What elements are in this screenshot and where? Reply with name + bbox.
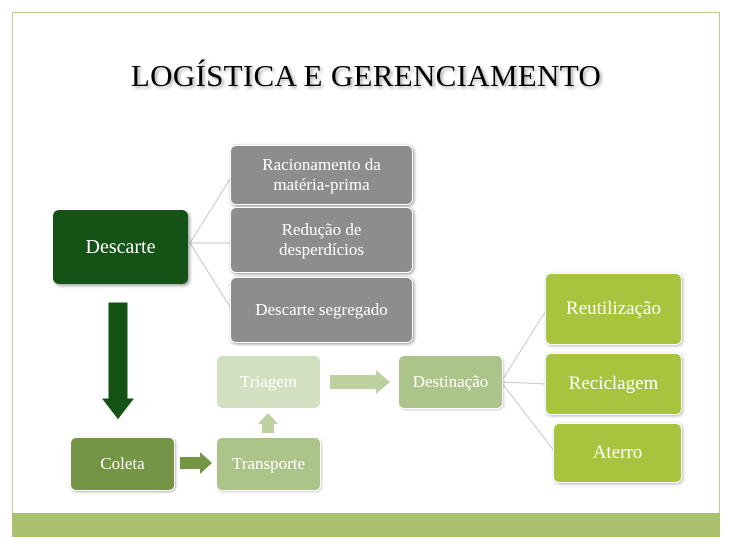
node-racionamento: Racionamento da matéria-prima	[230, 145, 413, 205]
node-descarte: Descarte	[53, 210, 188, 284]
right-arrow-coleta-transporte	[180, 452, 212, 474]
node-racionamento-label: Racionamento da matéria-prima	[262, 155, 381, 194]
node-transporte: Transporte	[216, 437, 321, 491]
node-aterro-label: Aterro	[592, 442, 643, 464]
right-arrow-triagem-destinacao	[330, 370, 390, 394]
connector-descarte-segregado	[189, 242, 233, 311]
node-coleta: Coleta	[70, 437, 175, 491]
up-arrow-transporte-triagem	[258, 413, 278, 433]
node-reutilizacao-label: Reutilização	[566, 298, 661, 320]
node-reciclagem: Reciclagem	[545, 353, 682, 415]
slide-bottom-band	[12, 513, 720, 537]
node-triagem: Triagem	[216, 355, 321, 409]
node-coleta-label: Coleta	[100, 454, 145, 474]
node-descarte-label: Descarte	[85, 235, 156, 258]
node-transporte-label: Transporte	[231, 454, 306, 474]
down-arrow	[99, 301, 137, 421]
node-triagem-label: Triagem	[240, 372, 297, 392]
connector-destinacao-aterro	[500, 381, 556, 453]
node-reducao: Redução de desperdícios	[230, 207, 413, 273]
slide-title: LOGÍSTICA E GERENCIAMENTO	[130, 58, 602, 93]
connector-destinacao-reutilizacao	[500, 308, 548, 383]
node-reciclagem-label: Reciclagem	[568, 373, 659, 395]
node-descarte-segregado-label: Descarte segregado	[255, 300, 388, 320]
node-descarte-segregado: Descarte segregado	[230, 277, 413, 343]
connector-destinacao-reciclagem	[500, 381, 548, 385]
node-destinacao-label: Destinação	[412, 372, 489, 392]
connector-descarte-racionamento	[189, 175, 233, 244]
node-destinacao: Destinação	[398, 355, 503, 409]
node-aterro: Aterro	[553, 423, 682, 483]
node-reutilizacao: Reutilização	[545, 273, 682, 345]
node-reducao-label: Redução de desperdícios	[279, 220, 364, 259]
